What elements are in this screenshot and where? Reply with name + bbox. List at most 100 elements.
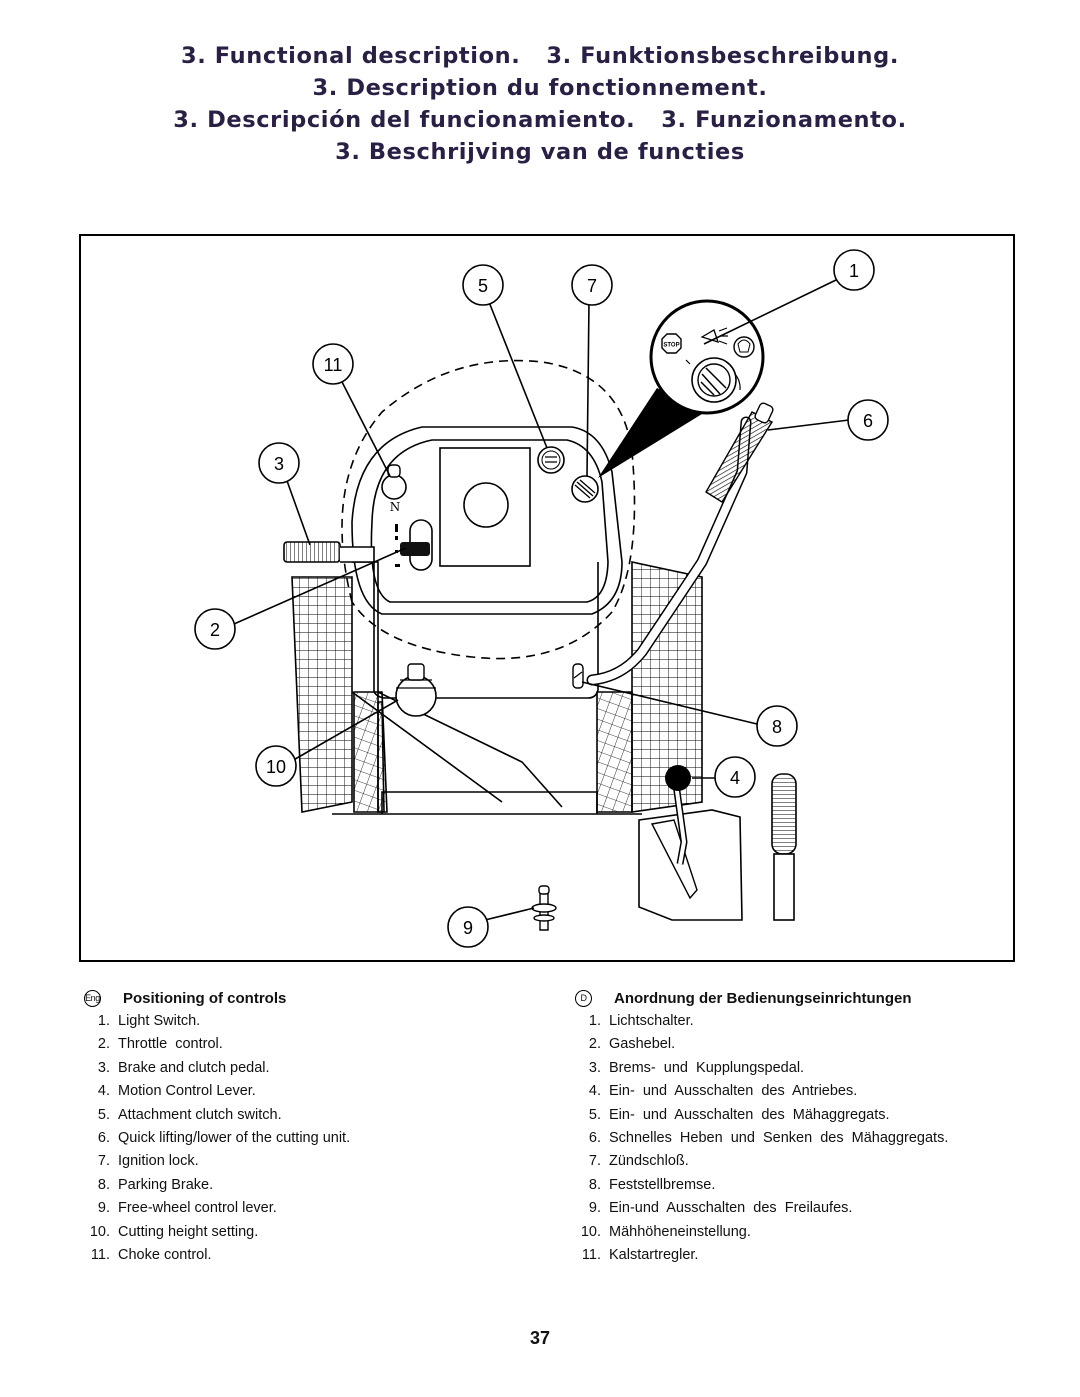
legend-item-number: 2.: [588, 1036, 601, 1053]
title-spanish: 3. Descripción del funcionamiento.: [173, 107, 636, 133]
legend-item: 4. Ein- und Ausschalten des Antriebes.: [575, 1080, 1005, 1103]
title-line-4: 3. Beschrijving van de functies: [0, 136, 1080, 168]
legend-item-number: 5.: [97, 1106, 110, 1123]
legend-item-number: 7.: [588, 1153, 601, 1170]
dashboard-panel: [439, 447, 531, 567]
legend-item-text: Ignition lock.: [118, 1153, 199, 1170]
legend-item-number: 7.: [97, 1153, 110, 1170]
legend-item-number: 10.: [89, 1223, 110, 1240]
freewheel-control: [531, 885, 557, 931]
callout-5: 5: [462, 264, 504, 306]
title-german: 3. Funktionsbeschreibung.: [546, 43, 900, 69]
legend-item: 1. Light Switch.: [84, 1010, 504, 1033]
english-legend-list: 1.Light Switch.2.Throttle control.3.Brak…: [84, 1010, 504, 1267]
callout-1: 1: [833, 249, 875, 291]
legend-item-number: 6.: [588, 1129, 601, 1146]
controls-illustration: N STOP: [194, 249, 889, 948]
legend-item-text: Parking Brake.: [118, 1176, 214, 1193]
legend-item: 10. Mähhöheneinstellung.: [575, 1221, 1005, 1244]
legend-item-text: Mähhöheneinstellung.: [609, 1223, 751, 1240]
legend-item-number: 1.: [97, 1013, 110, 1029]
title-line-2: 3. Description du fonctionnement.: [0, 72, 1080, 104]
legend-item: 5. Ein- und Ausschalten des Mähaggregats.: [575, 1104, 1005, 1127]
legend-item-text: Light Switch.: [118, 1013, 201, 1029]
legend-item: 3.Brake and clutch pedal.: [84, 1057, 504, 1080]
callout-number: 11: [324, 355, 343, 375]
callout-4: 4: [714, 756, 756, 798]
legend-item-text: Zündschloß.: [609, 1153, 689, 1170]
title-block: 3. Functional description. 3. Funktionsbe…: [0, 40, 1080, 168]
legend-item-number: 11.: [581, 1246, 601, 1263]
legend-item-number: 5.: [588, 1106, 601, 1123]
legend-item-number: 1.: [588, 1013, 601, 1029]
legend-item: 10. Cutting height setting.: [84, 1221, 504, 1244]
legend-item: 9.Free-wheel control lever.: [84, 1197, 504, 1220]
english-legend: Eng Positioning of controls 1. Light Swit…: [84, 988, 504, 1267]
legend-item-number: 3.: [588, 1059, 601, 1076]
legend-item-text: Ein- und Ausschalten des Antriebes.: [609, 1083, 858, 1100]
legend-item-text: Free-wheel control lever.: [118, 1200, 277, 1217]
german-legend: D Anordnung der Bedienungseinrichtungen …: [575, 988, 1005, 1267]
legend-item: 7. Zündschloß.: [575, 1150, 1005, 1173]
legend-item-text: Schnelles Heben und Senken des Mähaggreg…: [609, 1129, 949, 1146]
callout-2: 2: [194, 608, 236, 650]
legend-item: 9.Ein-und Ausschalten des Freilaufes.: [575, 1197, 1005, 1220]
legend-item: 8. Parking Brake.: [84, 1174, 504, 1197]
legend-item-text: Gashebel.: [609, 1036, 676, 1053]
motion-lever: [638, 765, 743, 921]
legend-item-text: Quick lifting/lower of the cutting unit.: [118, 1129, 351, 1146]
legend-item-number: 3.: [97, 1059, 110, 1076]
language-badge-d: D: [575, 989, 592, 1007]
choke-knob: N: [381, 464, 407, 514]
legend-item-text: Choke control.: [118, 1246, 212, 1263]
legend-item: 3.Brems- und Kupplungspedal.: [575, 1057, 1005, 1080]
callout-11: 11: [312, 343, 354, 385]
callout-3: 3: [258, 442, 300, 484]
german-legend-header: D Anordnung der Bedienungseinrichtungen: [575, 988, 1005, 1008]
legend-item-number: 8.: [588, 1176, 601, 1193]
attachment-switch: [537, 446, 565, 474]
tractor-body: [291, 359, 703, 815]
legend-item: 8.Feststellbremse.: [575, 1174, 1005, 1197]
callout-number: 4: [730, 768, 740, 788]
page-number: 37: [529, 1328, 551, 1348]
legend-item: 6.Quick lifting/lower of the cutting uni…: [84, 1127, 504, 1150]
german-legend-heading: Anordnung der Bedienungseinrichtungen: [614, 989, 912, 1007]
callout-number: 9: [463, 918, 473, 938]
legend-item-number: 2.: [97, 1036, 110, 1053]
callout-8: 8: [756, 705, 798, 747]
legend-item-number: 8.: [97, 1176, 110, 1193]
legend-item-text: Cutting height setting.: [118, 1223, 259, 1240]
callout-number: 1: [849, 261, 859, 281]
throttle-lever: [395, 519, 433, 571]
legend-item: 7. Ignition lock.: [84, 1150, 504, 1173]
legend-item: 4. Motion Control Lever.: [84, 1080, 504, 1103]
callout-number: 5: [478, 276, 488, 296]
callout-number: 10: [266, 757, 286, 777]
legend-item: 11.Choke control.: [84, 1244, 504, 1267]
legend-item: 11. Kalstartregler.: [575, 1244, 1005, 1267]
callout-number: 6: [863, 411, 873, 431]
legend-item-number: 4.: [588, 1083, 601, 1100]
legend-item-number: 10.: [580, 1223, 601, 1240]
brake-pedal: [283, 541, 375, 563]
callout-10: 10: [255, 745, 297, 787]
title-line-1: 3. Functional description. 3. Funktionsbe…: [0, 40, 1080, 72]
legend-item-text: Motion Control Lever.: [118, 1083, 256, 1100]
title-english: 3. Functional description.: [180, 43, 521, 69]
english-legend-header: Eng Positioning of controls: [84, 988, 504, 1008]
callout-7: 7: [571, 264, 613, 306]
freewheel-rod: [771, 773, 797, 921]
legend-item: 6. Schnelles Heben und Senken des Mähaggr…: [575, 1127, 1005, 1150]
callout-number: 3: [274, 454, 284, 474]
lift-lever: [586, 402, 774, 686]
legend-item-number: 4.: [97, 1083, 110, 1100]
parking-brake: [572, 663, 584, 689]
controls-diagram: N STOP: [79, 234, 1015, 962]
legend-item-text: Ein- und Ausschalten des Mähaggregats.: [609, 1106, 890, 1123]
callout-9: 9: [447, 906, 489, 948]
legend-item-number: 9.: [588, 1200, 601, 1217]
ignition-key: [571, 475, 599, 503]
legend-item-text: Kalstartregler.: [609, 1246, 699, 1263]
leader-lines: [233, 279, 850, 921]
